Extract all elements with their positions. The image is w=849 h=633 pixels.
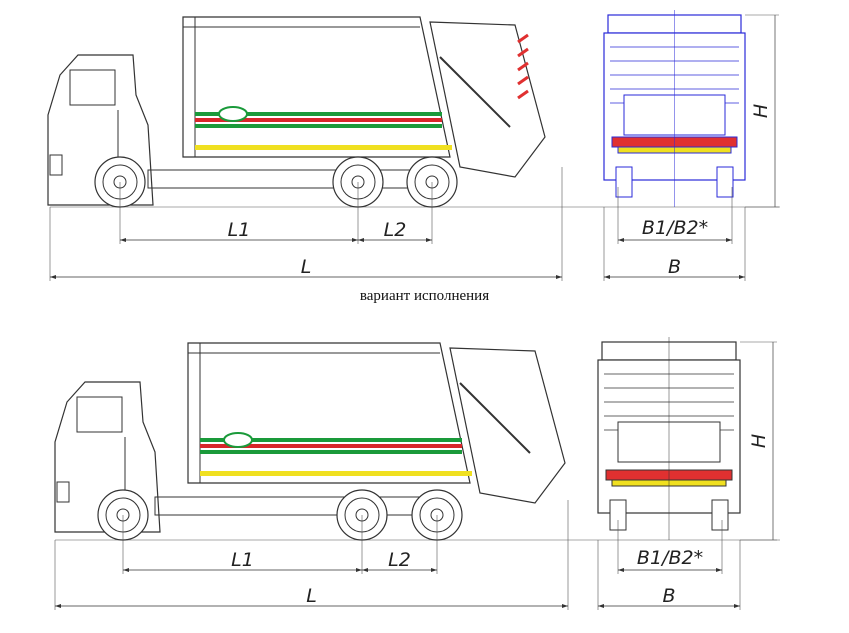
brand-logo xyxy=(218,106,248,122)
rear-wheel-right xyxy=(711,499,729,531)
lift-cylinder xyxy=(439,56,511,128)
body-stripe xyxy=(195,124,442,128)
headlight xyxy=(56,481,70,503)
body-stripe-yellow xyxy=(200,471,472,476)
label-l: L xyxy=(301,256,312,278)
refuse-body xyxy=(187,342,471,484)
label-l1: L1 xyxy=(228,219,251,241)
label-b: B xyxy=(662,585,675,607)
rear-wheel-right xyxy=(716,166,734,198)
cab-window xyxy=(69,69,116,106)
label-h: H xyxy=(748,434,770,448)
refuse-body xyxy=(182,16,451,158)
chassis-frame xyxy=(154,496,451,516)
label-l: L xyxy=(306,585,317,607)
body-stripe-yellow xyxy=(195,145,452,150)
body-stripe xyxy=(195,118,442,122)
label-b1-b2: B1/B2* xyxy=(637,547,703,569)
truck-side-view-2 xyxy=(54,342,780,541)
label-h: H xyxy=(750,104,772,118)
label-b1-b2: B1/B2* xyxy=(642,217,708,239)
body-stripe xyxy=(200,450,462,454)
label-l2: L2 xyxy=(384,219,407,241)
headlight xyxy=(49,154,63,176)
side-dimensions-2: L1 L2L xyxy=(54,500,569,610)
label-l2: L2 xyxy=(388,549,411,571)
tailgate xyxy=(429,21,546,178)
label-b: B xyxy=(668,256,681,278)
lift-cylinder xyxy=(459,382,531,454)
variant-caption: вариант исполнения xyxy=(359,288,490,304)
hazard-stripe xyxy=(517,89,529,100)
brand-logo xyxy=(223,432,253,448)
rear-wheel-left xyxy=(615,166,633,198)
label-l1: L1 xyxy=(231,549,254,571)
truck-rear-view-1: H B1/B2* B xyxy=(603,10,779,281)
body-stripe xyxy=(200,444,462,448)
hazard-stripe xyxy=(517,61,529,72)
tailgate xyxy=(449,347,566,504)
side-dimensions-1: L1 L2L xyxy=(49,167,563,281)
hazard-stripe xyxy=(517,33,529,44)
hazard-stripe xyxy=(517,75,529,86)
hazard-stripe xyxy=(517,47,529,58)
cab-window xyxy=(76,396,123,433)
body-stripe xyxy=(195,112,442,116)
truck-rear-view-2: H B1/B2* B xyxy=(597,337,777,610)
chassis-frame xyxy=(147,169,431,189)
body-stripe xyxy=(200,438,462,442)
